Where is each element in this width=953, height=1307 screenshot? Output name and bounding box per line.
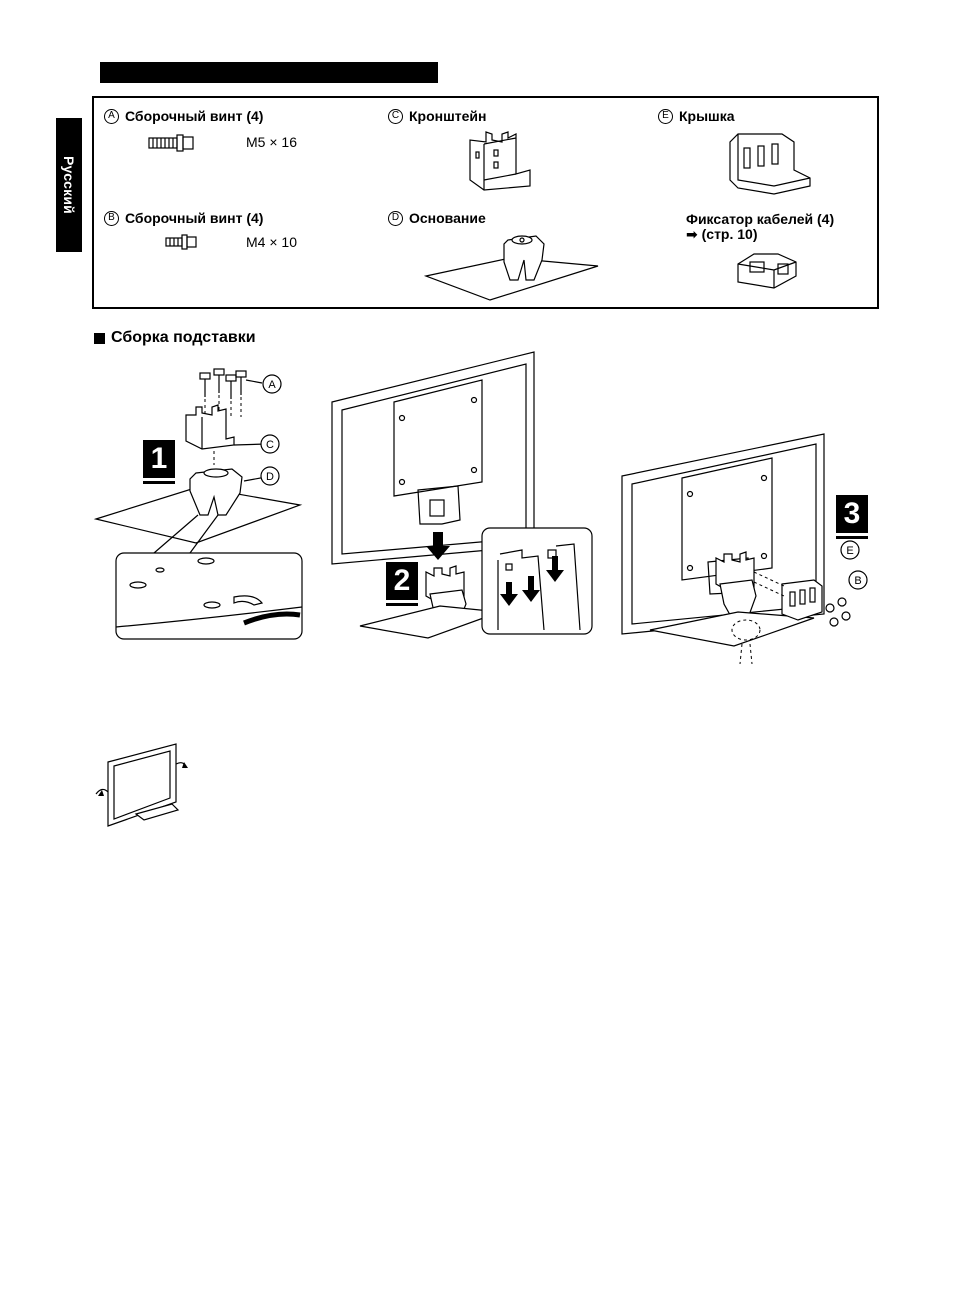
part-a-spec: M5 × 16 [246,134,297,150]
screw-a-icon [149,135,199,151]
part-a-name: Сборочный винт (4) [125,108,263,124]
part-b-label: B Сборочный винт (4) [104,210,263,226]
section-heading: Сборка подставки [94,329,256,347]
bracket-icon [464,130,534,194]
part-a-label: A Сборочный винт (4) [104,108,263,124]
callout-b: B [854,575,861,587]
callout-c: C [266,439,274,451]
step-2-illustration [330,350,595,640]
cable-holder-ref: (стр. 10) [702,226,758,242]
part-e-name: Крышка [679,108,735,124]
title-bar [100,62,438,83]
part-d-letter: D [388,211,403,226]
cable-holder-icon [734,250,800,292]
step-3-callouts: E B [836,538,872,598]
part-c-name: Кронштейн [409,108,486,124]
part-a-letter: A [104,109,119,124]
language-tab-label: Русский [61,156,77,214]
part-c-label: C Кронштейн [388,108,486,124]
step-1-callouts: A C D [258,370,288,490]
base-icon [424,230,600,302]
callout-a: A [268,379,276,391]
parts-box: A Сборочный винт (4) M5 × 16 B Сборочный… [92,96,879,309]
screw-b-icon [166,235,200,249]
part-b-letter: B [104,211,119,226]
section-title: Сборка подставки [111,329,256,347]
part-e-letter: E [658,109,673,124]
part-d-name: Основание [409,210,486,226]
cable-holder-label: Фиксатор кабелей (4) ➡ (стр. 10) [686,212,834,242]
part-b-spec: M4 × 10 [246,234,297,250]
bullet-square-icon [94,333,105,344]
arrow-right-icon: ➡ [686,226,698,242]
swivel-tv-illustration [96,742,192,832]
part-c-letter: C [388,109,403,124]
cable-holder-name: Фиксатор кабелей (4) [686,211,834,227]
cover-icon [724,130,814,196]
language-tab: Русский [56,118,82,252]
step-3-illustration [620,432,870,672]
callout-d: D [266,471,274,483]
part-e-label: E Крышка [658,108,735,124]
part-b-name: Сборочный винт (4) [125,210,263,226]
callout-e: E [846,545,853,557]
part-d-label: D Основание [388,210,486,226]
